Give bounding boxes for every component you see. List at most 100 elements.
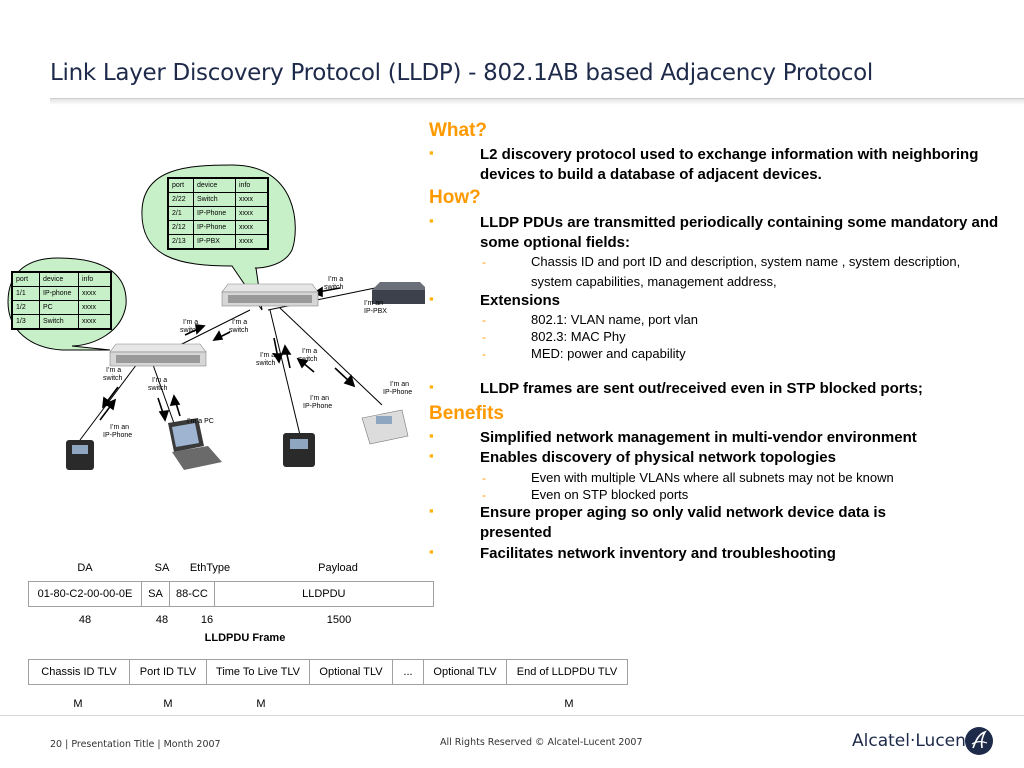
tlv-cell: Optional TLV — [309, 659, 393, 685]
extension-item: 802.3: MAC Phy — [531, 329, 626, 344]
ip-pbx-device — [372, 282, 425, 304]
links — [79, 287, 383, 441]
svg-text:switch: switch — [324, 284, 344, 291]
ip-phone-center — [283, 433, 315, 467]
column-header: info — [235, 177, 269, 193]
table-cell: xxxx — [78, 300, 112, 315]
svg-text:switch: switch — [103, 375, 123, 382]
benefit-item: Enables discovery of physical network to… — [480, 449, 836, 466]
benefit-item: Simplified network management in multi-v… — [480, 429, 917, 446]
benefits-heading: Benefits — [429, 403, 504, 424]
column-header: info — [78, 271, 112, 287]
svg-text:I’m a: I’m a — [260, 352, 275, 359]
table-cell: xxxx — [78, 286, 112, 301]
column-header: port — [167, 177, 194, 193]
frame-label-payload: Payload — [318, 562, 358, 574]
how-sub-fields: Chassis ID and port ID and description, … — [531, 254, 961, 289]
dash-icon: - — [482, 313, 486, 327]
column-header: port — [11, 271, 40, 287]
svg-text:I’m an: I’m an — [110, 424, 129, 431]
table-cell: 1/2 — [11, 300, 40, 315]
column-header: device — [39, 271, 79, 287]
dash-icon: - — [482, 488, 486, 502]
access-switch — [109, 343, 207, 367]
table-cell: xxxx — [78, 314, 112, 330]
svg-text:IP-Phone: IP-Phone — [383, 389, 412, 396]
column-header: device — [193, 177, 236, 193]
table-cell: xxxx — [235, 220, 269, 235]
table-row: 2/1 IP-Phone xxxx — [167, 206, 269, 221]
diagram-labels: I’m a switch I’m an IP-PBX I’m a switch … — [103, 276, 412, 439]
frame-label-ethtype: EthType — [189, 562, 231, 574]
svg-text:I’m an: I’m an — [390, 381, 409, 388]
table-cell: IP-phone — [39, 286, 79, 301]
table-cell: Switch — [39, 314, 79, 330]
tlv-cell: ... — [392, 659, 424, 685]
table-cell: 1/3 — [11, 314, 40, 330]
bullet-icon — [429, 291, 438, 306]
left-neighbor-table: port device info 1/1 IP-phone xxxx 1/2 P… — [11, 271, 112, 330]
table-cell: IP-PBX — [193, 234, 236, 250]
how-bullet-extensions: Extensions — [480, 292, 561, 309]
table-row: 1/2 PC xxxx — [11, 300, 112, 315]
tlv-cell: End of LLDPDU TLV — [506, 659, 628, 685]
table-row: Chassis ID TLV Port ID TLV Time To Live … — [28, 659, 628, 685]
bullet-icon — [429, 448, 438, 463]
table-row: 2/22 Switch xxxx — [167, 192, 269, 207]
frame-size-da: 48 — [78, 614, 92, 626]
table-cell: Switch — [193, 192, 236, 207]
svg-text:switch: switch — [148, 385, 168, 392]
ip-phone-left — [66, 440, 94, 470]
benefit-sub-item: Even with multiple VLANs where all subne… — [531, 470, 894, 485]
table-row: 2/13 IP-PBX xxxx — [167, 234, 269, 250]
tlv-cell: Port ID TLV — [129, 659, 207, 685]
title-divider — [50, 98, 1024, 105]
svg-text:I’m a: I’m a — [302, 348, 317, 355]
tlv-mandatory-mark: M — [564, 698, 574, 710]
how-bullet-stp: LLDP frames are sent out/received even i… — [480, 380, 923, 397]
svg-text:I’m a: I’m a — [106, 367, 121, 374]
table-row: 2/12 IP-Phone xxxx — [167, 220, 269, 235]
svg-text:switch: switch — [229, 327, 249, 334]
alcatel-lucent-logo-icon — [965, 727, 993, 755]
frame-da-cell: 01-80-C2-00-00-0E — [28, 581, 142, 607]
svg-text:I’m a: I’m a — [232, 319, 247, 326]
ip-phone-right — [361, 409, 409, 445]
table-cell: 1/1 — [11, 286, 40, 301]
extension-item: 802.1: VLAN name, port vlan — [531, 312, 698, 327]
table-cell: IP-Phone — [193, 220, 236, 235]
lldpdu-tlv-table: Chassis ID TLV Port ID TLV Time To Live … — [28, 659, 628, 685]
svg-text:switch: switch — [298, 356, 318, 363]
core-switch — [221, 283, 319, 307]
benefit-item: Ensure proper aging so only valid networ… — [480, 504, 886, 541]
footer-page-info: 20 | Presentation Title | Month 2007 — [50, 739, 221, 750]
bullet-icon — [429, 379, 438, 394]
how-bullet-pdus: LLDP PDUs are transmitted periodically c… — [480, 214, 999, 251]
frame-sa-cell: SA — [141, 581, 170, 607]
tlv-cell: Optional TLV — [423, 659, 507, 685]
bullet-icon — [429, 145, 438, 160]
frame-size-payload: 1500 — [326, 614, 352, 626]
svg-text:I’m an: I’m an — [310, 395, 329, 402]
table-cell: IP-Phone — [193, 206, 236, 221]
tlv-cell: Time To Live TLV — [206, 659, 310, 685]
svg-text:IP-Phone: IP-Phone — [303, 403, 332, 410]
benefit-item: Facilitates network inventory and troubl… — [480, 545, 836, 562]
svg-text:switch: switch — [256, 360, 276, 367]
footer-copyright: All Rights Reserved © Alcatel-Lucent 200… — [440, 737, 643, 748]
svg-text:IP-PBX: IP-PBX — [364, 308, 387, 315]
table-row: 1/3 Switch xxxx — [11, 314, 112, 330]
dash-icon: - — [482, 255, 486, 269]
pc-laptop — [168, 418, 222, 470]
frame-size-ethtype: 16 — [200, 614, 214, 626]
bullet-icon — [429, 544, 438, 559]
frame-ethtype-cell: 88-CC — [169, 581, 215, 607]
page-title: Link Layer Discovery Protocol (LLDP) - 8… — [50, 60, 874, 86]
tlv-mandatory-mark: M — [73, 698, 83, 710]
table-cell: xxxx — [235, 192, 269, 207]
svg-text:I’m a: I’m a — [183, 319, 198, 326]
table-row: 1/1 IP-phone xxxx — [11, 286, 112, 301]
table-cell: xxxx — [235, 206, 269, 221]
alcatel-lucent-logo-text: Alcatel·Lucent — [852, 731, 973, 751]
frame-size-sa: 48 — [155, 614, 169, 626]
